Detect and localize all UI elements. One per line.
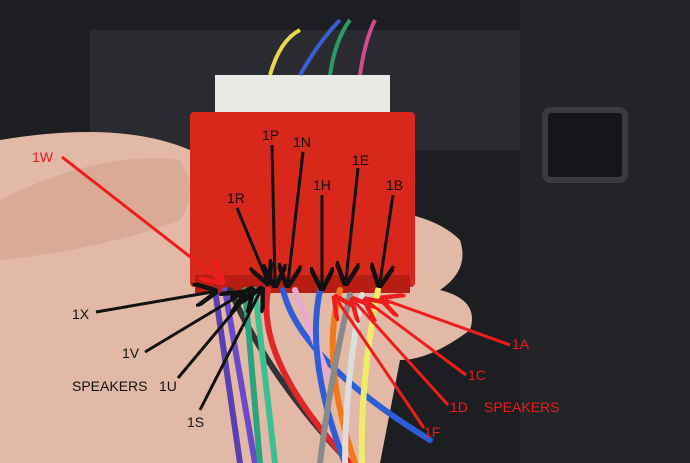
arrow-1c [368, 302, 467, 377]
label-1n: 1N [293, 134, 311, 150]
arrow-1p [272, 144, 275, 282]
label-1e: 1E [352, 152, 370, 168]
arrow-1a [385, 300, 511, 347]
label-speakers-left: SPEAKERS [72, 378, 148, 394]
label-speakers-right: SPEAKERS [484, 399, 560, 415]
arrow-1n [288, 151, 305, 282]
arrow-1s [198, 292, 260, 411]
label-1s: 1S [187, 414, 205, 430]
arrow-1e [346, 167, 358, 280]
label-1u: 1U [159, 378, 177, 394]
arrow-1x [95, 292, 212, 314]
label-1w: 1W [32, 149, 53, 165]
label-1x: 1X [72, 306, 90, 322]
arrow-1d [355, 302, 450, 407]
label-1d: 1D [450, 399, 468, 415]
arrow-1f [337, 300, 426, 429]
label-1f: 1F [424, 424, 441, 440]
label-1h: 1H [313, 177, 331, 193]
label-1a: 1A [512, 336, 530, 352]
arrow-1v [144, 295, 240, 354]
arrow-1r [235, 207, 267, 280]
label-1p: 1P [262, 127, 280, 143]
arrow-1b [380, 194, 393, 282]
label-1c: 1C [468, 367, 486, 383]
arrow-1w [61, 155, 220, 280]
label-1r: 1R [227, 190, 245, 206]
label-1b: 1B [386, 177, 404, 193]
label-1v: 1V [122, 345, 140, 361]
arrow-1u [176, 292, 250, 379]
